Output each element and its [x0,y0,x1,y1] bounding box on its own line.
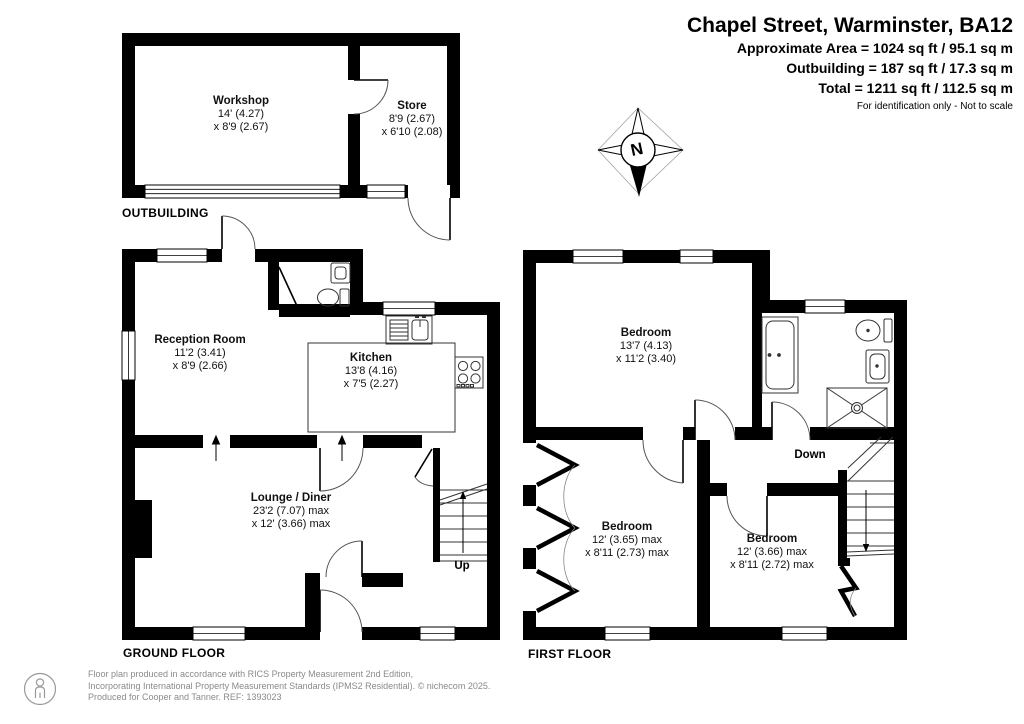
total-area-line: Total = 1211 sq ft / 112.5 sq m [818,80,1013,96]
disclaimer-line1: Floor plan produced in accordance with R… [88,669,414,679]
first-floor-plan [523,249,907,641]
disclaimer: Floor plan produced in accordance with R… [88,669,490,704]
door [221,215,256,262]
angled-wall [837,564,860,618]
stairs-down-label: Down [794,449,826,461]
scale-note: For identification only - Not to scale [856,101,1013,112]
door [642,399,811,537]
sink-icon [385,315,433,345]
outbuilding-plan [122,33,460,241]
room-label-bedroom1: Bedroom 13'7 (4.13) x 11'2 (3.40) [616,327,676,365]
disclaimer-line3: Produced for Cooper and Tanner. REF: 139… [88,692,282,702]
window [121,248,456,641]
ground-floor-plan [121,215,500,641]
window [144,184,406,199]
room-label-bedroom2: Bedroom 12' (3.65) max x 8'11 (2.73) max [585,521,669,559]
room-label-lounge: Lounge / Diner 23'2 (7.07) max x 12' (3.… [250,492,332,530]
door [278,266,298,307]
door [319,447,364,492]
room-label-reception: Reception Room 11'2 (3.41) x 8'9 (2.66) [154,334,246,372]
outbuilding-label: OUTBUILDING [122,206,209,220]
toilet-icon [855,318,893,343]
toilet-icon [317,262,351,307]
person-icon [23,672,57,706]
room-label-bedroom3: Bedroom 12' (3.66) max x 8'11 (2.72) max [730,533,814,571]
walls [122,249,500,640]
stairs-up [439,483,488,562]
approx-area-line: Approximate Area = 1024 sq ft / 95.1 sq … [736,40,1013,56]
outbuilding-area-line: Outbuilding = 187 sq ft / 17.3 sq m [786,60,1013,76]
disclaimer-line2: Incorporating International Property Mea… [88,680,491,691]
stairs-down [846,436,895,557]
first-floor-label: FIRST FLOOR [528,647,612,661]
shower-icon [826,387,888,429]
door [319,540,363,640]
basin-icon [865,349,890,384]
hob-icon [454,356,484,389]
room-label-store: Store 8'9 (2.67) x 6'10 (2.08) [381,100,443,138]
room-label-kitchen: Kitchen 13'8 (4.16) x 7'5 (2.27) [343,352,399,390]
angled-window-reveals [535,443,580,613]
ground-floor-label: GROUND FLOOR [123,646,226,660]
plan-header: Chapel Street, Warminster, BA12 Approxim… [687,14,1013,112]
bath-icon [761,316,799,394]
basin-icon [330,262,351,284]
entry-arrow [211,434,347,461]
door [414,448,434,487]
stairs-up-label: Up [454,560,470,572]
room-label-workshop: Workshop 14' (4.27) x 8'9 (2.67) [212,95,270,133]
door [353,79,389,115]
window [572,249,846,641]
door [407,185,451,241]
page-title: Chapel Street, Warminster, BA12 [687,14,1013,37]
compass-rose [597,107,684,197]
